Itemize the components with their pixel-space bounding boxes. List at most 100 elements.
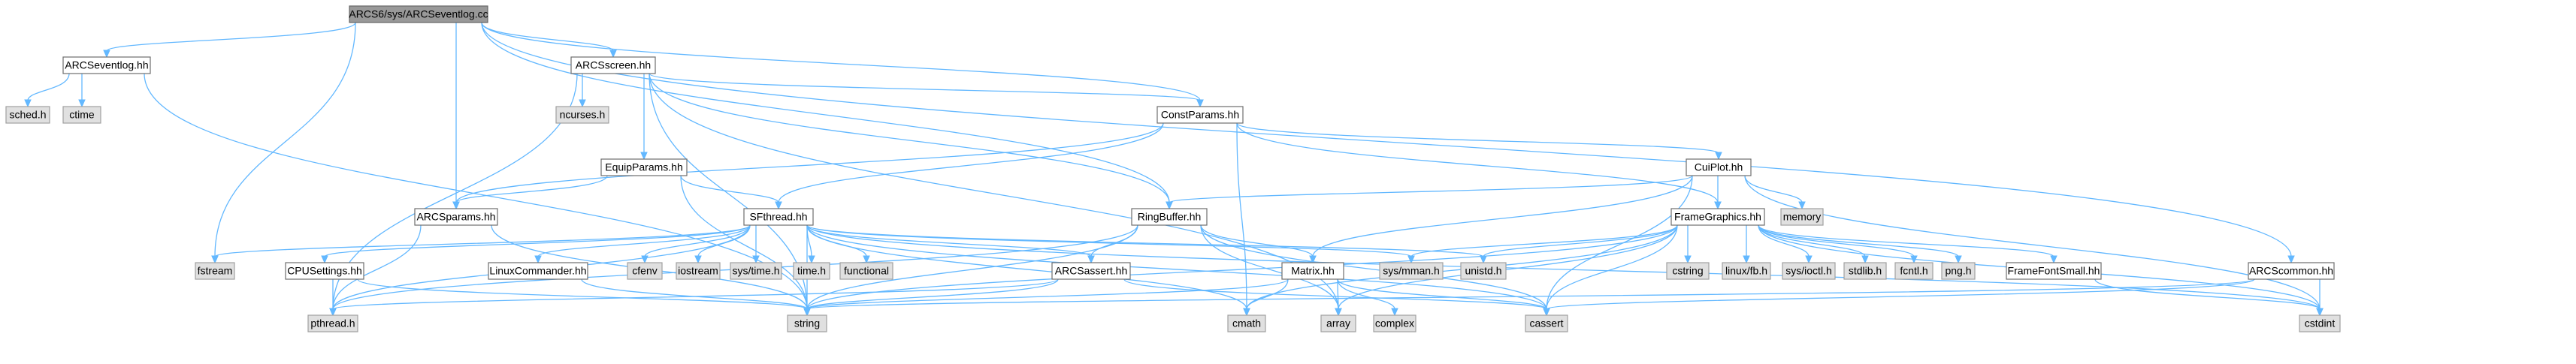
- node-label: complex: [1375, 317, 1414, 329]
- edge-line: [581, 278, 808, 310]
- node-label: ARCSassert.hh: [1055, 265, 1127, 277]
- node-box: [1722, 262, 1771, 280]
- node-arcsassert-hh[interactable]: ARCSassert.hh: [1051, 262, 1131, 280]
- node-label: time.h: [797, 265, 826, 277]
- node-box: [1320, 314, 1356, 332]
- edge-arrowhead: [1243, 308, 1250, 317]
- node-label: ARCS6/sys/ARCSeventlog.cc: [349, 8, 488, 20]
- node-box: [1782, 262, 1836, 280]
- node-label: cstring: [1672, 265, 1703, 277]
- node-linux-fb-h: linux/fb.h: [1722, 262, 1771, 280]
- node-box: [2006, 262, 2102, 280]
- node-label: cmath: [1232, 317, 1261, 329]
- edge-line: [680, 175, 808, 310]
- edge-line: [481, 22, 1201, 101]
- node-box: [839, 262, 893, 280]
- node-box: [1131, 208, 1208, 226]
- node-box: [1686, 158, 1752, 176]
- node-sfthread-hh[interactable]: SFthread.hh: [743, 208, 814, 226]
- edge-line: [1200, 224, 1547, 310]
- edge-cpusettings-hh-to-string: [357, 278, 811, 317]
- node-box: [743, 208, 814, 226]
- node-label: FrameFontSmall.hh: [2008, 265, 2100, 277]
- edge-line: [537, 224, 751, 257]
- edge-line: [1410, 224, 1678, 257]
- edge-root-to-arcsparams-hh: [452, 22, 460, 210]
- node-label: pthread.h: [310, 317, 355, 329]
- node-ringbuffer-hh[interactable]: RingBuffer.hh: [1131, 208, 1208, 226]
- node-box: [2248, 262, 2335, 280]
- node-sys-time-h: sys/time.h: [730, 262, 782, 280]
- edge-arrowhead: [641, 255, 649, 264]
- node-box: [1843, 262, 1887, 280]
- node-eventlog-hh[interactable]: ARCSeventlog.hh: [62, 56, 151, 74]
- edge-line: [1758, 224, 2054, 257]
- node-box: [1941, 262, 1976, 280]
- node-cpusettings-hh[interactable]: CPUSettings.hh: [285, 262, 364, 280]
- node-arcsparams-hh[interactable]: ARCSparams.hh: [414, 208, 498, 226]
- edge-equipparams-hh-to-arcsparams-hh: [452, 175, 608, 210]
- node-label: ctime: [69, 109, 95, 121]
- edge-arrowhead: [1543, 308, 1550, 317]
- edge-arrowhead: [579, 99, 586, 108]
- edge-line: [1337, 278, 1395, 310]
- edge-arrowhead: [1407, 255, 1415, 264]
- edge-arrowhead: [1861, 255, 1869, 264]
- node-box: [349, 5, 488, 23]
- node-box: [195, 262, 235, 280]
- edge-common-hh-to-string: [803, 278, 2255, 317]
- edge-line: [1338, 224, 1678, 310]
- edge-line: [1483, 224, 1678, 257]
- node-label: ConstParams.hh: [1161, 109, 1239, 121]
- node-sys-mman-h: sys/mman.h: [1379, 262, 1444, 280]
- node-equipparams-hh[interactable]: EquipParams.hh: [600, 158, 688, 176]
- node-box: [787, 314, 827, 332]
- node-box: [1525, 314, 1568, 332]
- node-constparams-hh[interactable]: ConstParams.hh: [1156, 106, 1244, 124]
- edge-cuiplot-hh-to-ringbuffer-hh: [1166, 175, 1693, 210]
- node-box: [555, 106, 609, 124]
- edge-arrowhead: [808, 255, 815, 264]
- node-common-hh[interactable]: ARCScommon.hh: [2248, 262, 2335, 280]
- node-functional: functional: [839, 262, 893, 280]
- node-framefontsmall-hh[interactable]: FrameFontSmall.hh: [2006, 262, 2102, 280]
- node-box: [488, 262, 588, 280]
- edge-line: [806, 224, 1247, 310]
- node-box: [414, 208, 498, 226]
- edge-constparams-hh-to-framegraphics-hh: [1236, 122, 1722, 210]
- node-framegraphics-hh[interactable]: FrameGraphics.hh: [1670, 208, 1765, 226]
- node-box: [1281, 262, 1344, 280]
- edge-layer: [24, 22, 2324, 317]
- node-label: linux/fb.h: [1725, 265, 1767, 277]
- edge-arrowhead: [863, 255, 870, 264]
- edge-sfthread-hh-to-linuxcommander-hh: [534, 224, 751, 264]
- node-fstream: fstream: [195, 262, 235, 280]
- edge-line: [649, 73, 1201, 101]
- node-box: [1379, 262, 1444, 280]
- node-box: [62, 56, 151, 74]
- node-ctime: ctime: [62, 106, 101, 124]
- edge-sfthread-hh-to-cpusettings-hh: [321, 224, 751, 264]
- node-root[interactable]: ARCS6/sys/ARCSeventlog.cc: [349, 5, 488, 23]
- node-screen-hh[interactable]: ARCSscreen.hh: [570, 56, 656, 74]
- edge-line: [481, 22, 1170, 203]
- edge-line: [806, 224, 2321, 310]
- node-cuiplot-hh[interactable]: CuiPlot.hh: [1686, 158, 1752, 176]
- node-box: [1780, 208, 1824, 226]
- edge-arrowhead: [321, 255, 328, 264]
- node-box: [1460, 262, 1507, 280]
- node-label: png.h: [1945, 265, 1971, 277]
- edge-arrowhead: [2287, 255, 2295, 264]
- edge-matrix-hh-to-array: [1335, 278, 1342, 317]
- edge-line: [1236, 122, 1719, 203]
- node-label: iostream: [678, 265, 718, 277]
- edge-framegraphics-hh-to-png-h: [1758, 224, 1962, 264]
- edge-arrowhead: [1805, 255, 1813, 264]
- node-label: LinuxCommander.hh: [489, 265, 586, 277]
- edge-line: [697, 224, 751, 257]
- edge-line: [2094, 278, 2321, 310]
- node-box: [600, 158, 688, 176]
- edge-line: [324, 224, 751, 257]
- node-matrix-hh[interactable]: Matrix.hh: [1281, 262, 1344, 280]
- node-linuxcommander-hh[interactable]: LinuxCommander.hh: [488, 262, 588, 280]
